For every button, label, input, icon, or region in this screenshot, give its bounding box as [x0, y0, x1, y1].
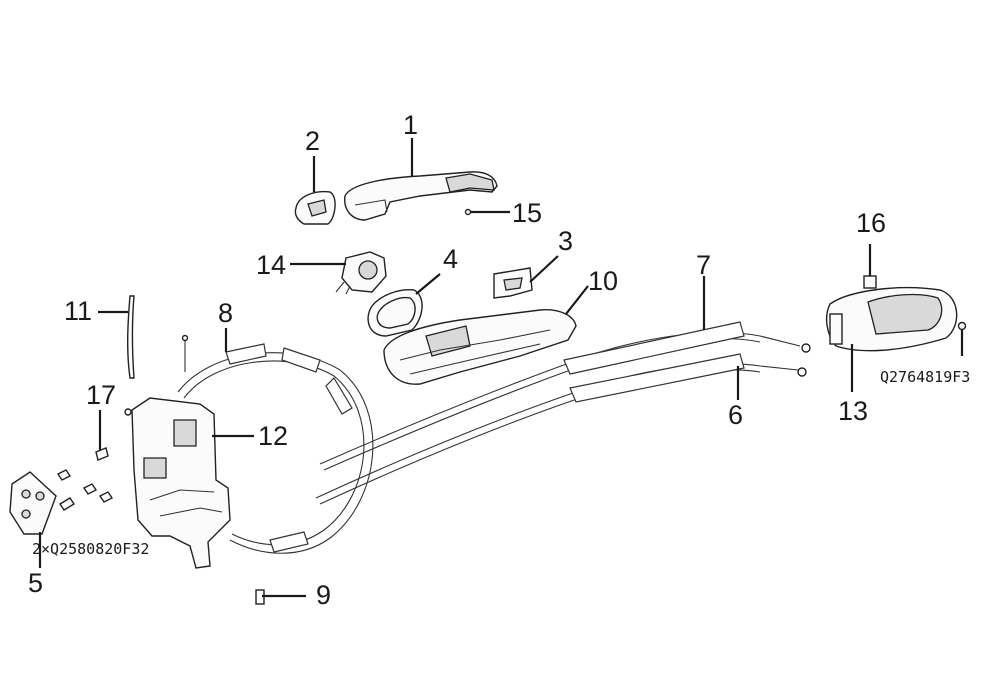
callout-10: 10 [588, 266, 618, 296]
callout-16: 16 [856, 208, 886, 238]
callout-4: 4 [443, 244, 458, 274]
callout-6: 6 [728, 400, 743, 430]
part-handle-bracket [383, 309, 577, 385]
callout-7: 7 [696, 250, 711, 280]
part-code-inner-screw: Q2764819F3 [880, 368, 970, 386]
callout-3: 3 [558, 226, 573, 256]
callout-2: 2 [305, 126, 320, 156]
part-inner-screw [957, 321, 967, 331]
callout-15: 15 [512, 198, 542, 228]
callout-5: 5 [28, 568, 43, 598]
part-cable-7 [319, 321, 811, 471]
callout-8: 8 [218, 298, 233, 328]
part-code-screw-set: 2×Q2580820F32 [32, 540, 149, 558]
callout-9: 9 [316, 580, 331, 610]
part-rod-11 [126, 295, 135, 379]
part-lock-cylinder [335, 251, 387, 295]
callout-1: 1 [403, 110, 418, 140]
part-square-clip-16 [863, 275, 877, 289]
part-handle-cap [294, 190, 336, 225]
part-rod-connector [181, 334, 189, 372]
callout-17: 17 [86, 380, 116, 410]
part-door-latch [124, 397, 231, 569]
part-small-screw-15 [464, 208, 472, 216]
callout-12: 12 [258, 421, 288, 451]
leader-lines [38, 138, 964, 598]
part-trim-bezel [493, 267, 533, 299]
part-cable-6 [315, 353, 807, 505]
part-outer-handle [344, 171, 498, 221]
part-cable-loop-8 [177, 343, 374, 554]
part-striker-plate [9, 471, 57, 535]
callout-13: 13 [838, 396, 868, 426]
callout-14: 14 [256, 250, 286, 280]
part-handle-gasket [367, 289, 423, 337]
callout-11: 11 [64, 296, 92, 326]
part-inner-handle [825, 286, 958, 352]
part-screws [56, 447, 114, 511]
